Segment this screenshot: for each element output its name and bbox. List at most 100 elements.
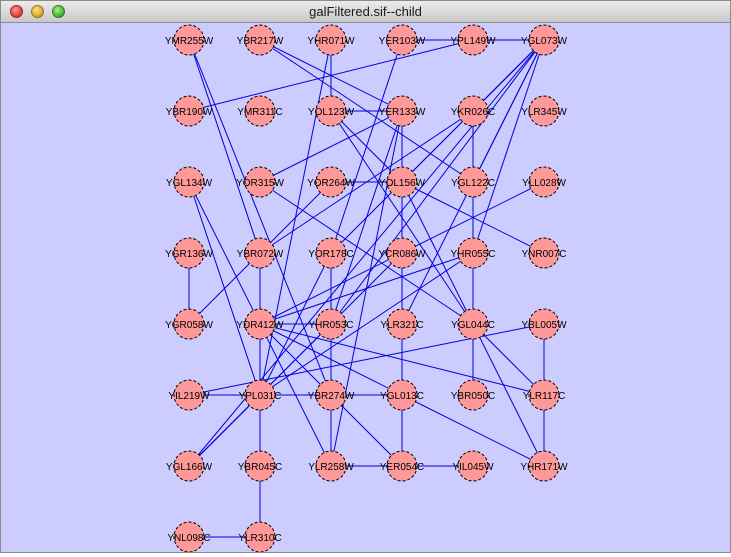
edge-YGL073W-YHR055C[interactable] — [472, 39, 545, 254]
node-circle[interactable] — [244, 237, 276, 269]
node-circle[interactable] — [528, 237, 560, 269]
node-YOR315W[interactable]: YOR315W — [236, 166, 284, 198]
zoom-icon[interactable] — [52, 5, 65, 18]
node-circle[interactable] — [173, 379, 205, 411]
node-YNL098C[interactable]: YNL098C — [167, 521, 211, 553]
node-YBR072W[interactable]: YBR072W — [237, 237, 284, 269]
node-YKR026C[interactable]: YKR026C — [451, 95, 495, 127]
minimize-icon[interactable] — [31, 5, 44, 18]
edge-YPL149W-YBR190W[interactable] — [188, 39, 474, 112]
node-circle[interactable] — [315, 95, 347, 127]
node-circle[interactable] — [173, 24, 205, 56]
node-YGL073W[interactable]: YGL073W — [521, 24, 568, 56]
node-YBR274W[interactable]: YBR274W — [308, 379, 355, 411]
edge-YMR255W-YBR072W[interactable] — [188, 39, 261, 254]
node-YOR264W[interactable]: YOR264W — [307, 166, 355, 198]
node-YPL031C[interactable]: YPL031C — [239, 379, 282, 411]
node-circle[interactable] — [528, 450, 560, 482]
node-YBR050C[interactable]: YBR050C — [451, 379, 495, 411]
node-circle[interactable] — [457, 450, 489, 482]
node-YGR136W[interactable]: YGR136W — [165, 237, 213, 269]
node-YGL166W[interactable]: YGL166W — [166, 450, 213, 482]
node-circle[interactable] — [386, 24, 418, 56]
node-circle[interactable] — [457, 379, 489, 411]
edge-YBR072W-YGR058W[interactable] — [188, 252, 261, 325]
node-YLL028W[interactable]: YLL028W — [522, 166, 567, 198]
node-circle[interactable] — [173, 450, 205, 482]
node-YER054C[interactable]: YER054C — [380, 450, 424, 482]
node-YOR178C[interactable]: YOR178C — [308, 237, 354, 269]
edge-YER133W-YHR053C[interactable] — [330, 110, 403, 325]
edge-YER133W-YOR315W[interactable] — [259, 110, 403, 183]
title-bar[interactable]: galFiltered.sif--child — [1, 1, 730, 23]
edge-YIL219W-YBL005W[interactable] — [188, 323, 545, 396]
node-YLR117C[interactable]: YLR117C — [523, 379, 566, 411]
node-circle[interactable] — [528, 308, 560, 340]
edge-YGL073W-YHR053C[interactable] — [330, 39, 545, 325]
edge-YDR412W-YGL013C[interactable] — [259, 323, 403, 396]
edge-YHR055C-YPL031C[interactable] — [259, 252, 474, 396]
node-circle[interactable] — [244, 166, 276, 198]
edge-YOR264W-YBR072W[interactable] — [259, 181, 332, 254]
node-circle[interactable] — [315, 379, 347, 411]
node-circle[interactable] — [528, 95, 560, 127]
node-YBL005W[interactable]: YBL005W — [521, 308, 567, 340]
edge-YOR315W-YGL044C[interactable] — [259, 181, 474, 325]
node-YOL156W[interactable]: YOL156W — [379, 166, 426, 198]
node-circle[interactable] — [386, 379, 418, 411]
node-YLR310C[interactable]: YLR310C — [238, 521, 282, 553]
node-circle[interactable] — [173, 521, 205, 553]
edge-YHR055C-YDR412W[interactable] — [259, 252, 474, 325]
node-YGL134W[interactable]: YGL134W — [166, 166, 213, 198]
node-YHR055C[interactable]: YHR055C — [450, 237, 496, 269]
node-YBR217W[interactable]: YBR217W — [237, 24, 284, 56]
node-circle[interactable] — [244, 379, 276, 411]
node-circle[interactable] — [457, 95, 489, 127]
node-YMR255W[interactable]: YMR255W — [165, 24, 214, 56]
node-YBR045C[interactable]: YBR045C — [238, 450, 282, 482]
node-YGL122C[interactable]: YGL122C — [451, 166, 495, 198]
node-circle[interactable] — [528, 379, 560, 411]
node-circle[interactable] — [315, 450, 347, 482]
node-circle[interactable] — [528, 24, 560, 56]
edge-YGL134W-YDR412W[interactable] — [188, 181, 261, 325]
node-YNR007C[interactable]: YNR007C — [521, 237, 567, 269]
node-circle[interactable] — [528, 166, 560, 198]
node-circle[interactable] — [244, 95, 276, 127]
node-YHR053C[interactable]: YHR053C — [308, 308, 354, 340]
node-circle[interactable] — [173, 237, 205, 269]
node-circle[interactable] — [386, 95, 418, 127]
node-YLR345W[interactable]: YLR345W — [521, 95, 567, 127]
node-YHR171W[interactable]: YHR171W — [520, 450, 568, 482]
node-circle[interactable] — [244, 521, 276, 553]
node-circle[interactable] — [315, 24, 347, 56]
node-circle[interactable] — [315, 166, 347, 198]
node-circle[interactable] — [173, 166, 205, 198]
node-YIL219W[interactable]: YIL219W — [168, 379, 210, 411]
node-circle[interactable] — [457, 24, 489, 56]
node-circle[interactable] — [173, 308, 205, 340]
node-circle[interactable] — [386, 166, 418, 198]
node-circle[interactable] — [457, 237, 489, 269]
node-circle[interactable] — [457, 308, 489, 340]
node-YPL149W[interactable]: YPL149W — [450, 24, 496, 56]
node-YIL045W[interactable]: YIL045W — [452, 450, 494, 482]
node-circle[interactable] — [244, 24, 276, 56]
node-YGL013C[interactable]: YGL013C — [380, 379, 424, 411]
node-YCR086W[interactable]: YCR086W — [378, 237, 426, 269]
node-YOL123W[interactable]: YOL123W — [308, 95, 355, 127]
node-YMR311C[interactable]: YMR311C — [237, 95, 283, 127]
node-circle[interactable] — [244, 450, 276, 482]
node-circle[interactable] — [244, 308, 276, 340]
node-YGR058W[interactable]: YGR058W — [165, 308, 213, 340]
edge-YGL013C-YHR171W[interactable] — [401, 394, 545, 467]
node-circle[interactable] — [386, 237, 418, 269]
close-icon[interactable] — [10, 5, 23, 18]
node-circle[interactable] — [457, 166, 489, 198]
node-YLR321C[interactable]: YLR321C — [380, 308, 424, 340]
node-circle[interactable] — [315, 237, 347, 269]
edge-YPL031C-YGL166W[interactable] — [188, 394, 261, 467]
node-circle[interactable] — [315, 308, 347, 340]
